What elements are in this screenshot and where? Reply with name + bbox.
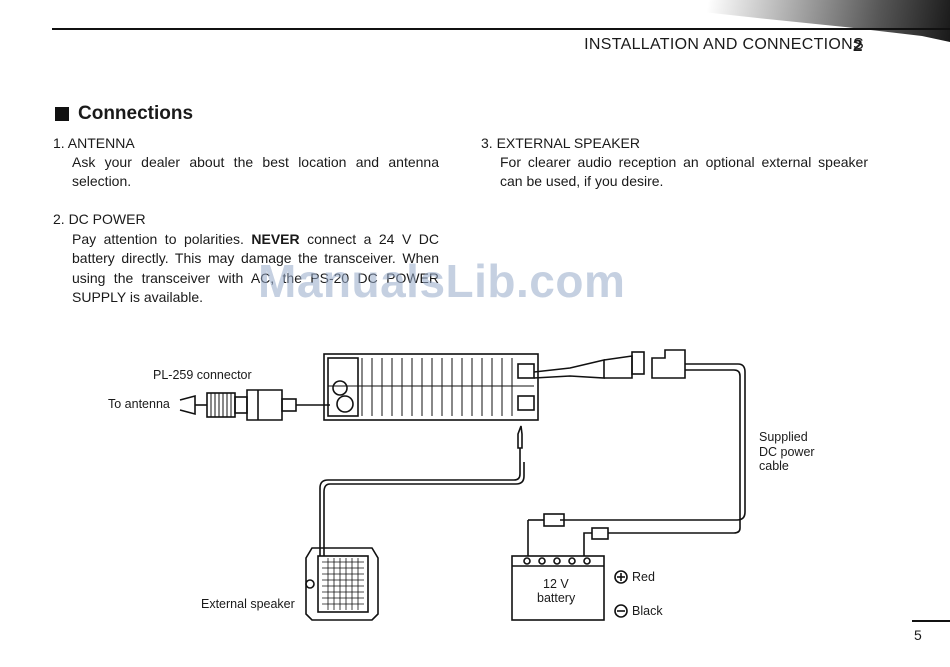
red-label: Red bbox=[632, 570, 655, 584]
antenna-plug-icon bbox=[179, 394, 196, 416]
dc-power-text-pre: Pay attention to polarities. bbox=[72, 231, 252, 247]
to-antenna-label: To antenna bbox=[108, 397, 170, 411]
square-bullet-icon bbox=[55, 107, 69, 121]
watermark: ManualsLib.com bbox=[258, 255, 626, 307]
item-antenna-title: 1. ANTENNA bbox=[53, 135, 135, 151]
item-speaker-title: 3. EXTERNAL SPEAKER bbox=[481, 135, 640, 151]
section-title: Connections bbox=[78, 103, 194, 124]
cable-label-line3: cable bbox=[759, 459, 789, 473]
battery-label: battery bbox=[537, 591, 576, 605]
minus-symbol-icon bbox=[614, 604, 628, 618]
battery-icon bbox=[511, 555, 605, 621]
black-label: Black bbox=[632, 604, 663, 618]
cable-label-line2: DC power bbox=[759, 445, 815, 459]
dc-plug-female-icon bbox=[603, 355, 633, 379]
item-dc-power-body: Pay attention to polarities. NEVER conne… bbox=[72, 230, 439, 308]
dc-power-never: NEVER bbox=[251, 231, 300, 247]
speaker-icon bbox=[305, 547, 379, 621]
page-number: 5 bbox=[914, 627, 922, 643]
section-heading: Connections bbox=[55, 103, 193, 125]
external-speaker-label: External speaker bbox=[201, 597, 295, 611]
pl259-connector-label: PL-259 connector bbox=[153, 368, 252, 382]
header-rule bbox=[52, 28, 950, 30]
page-header-title: INSTALLATION AND CONNECTIONS bbox=[584, 36, 864, 53]
battery-voltage-label: 12 V bbox=[543, 577, 569, 591]
transceiver-icon bbox=[323, 353, 539, 421]
pl259-jack-icon bbox=[246, 389, 283, 421]
dc-plug-male-icon bbox=[651, 349, 686, 379]
speaker-plug-icon bbox=[517, 425, 523, 449]
dc-power-text-post: connect a 24 V DC battery directly. This… bbox=[72, 231, 439, 306]
cable-label-line1: Supplied bbox=[759, 430, 808, 444]
chapter-number: 2 bbox=[853, 36, 863, 55]
plus-symbol-icon bbox=[614, 570, 628, 584]
item-dc-power-title: 2. DC POWER bbox=[53, 211, 146, 227]
item-speaker-body: For clearer audio reception an optional … bbox=[500, 154, 868, 190]
footer-rule bbox=[912, 620, 950, 622]
item-antenna-body: Ask your dealer about the best location … bbox=[72, 154, 439, 190]
